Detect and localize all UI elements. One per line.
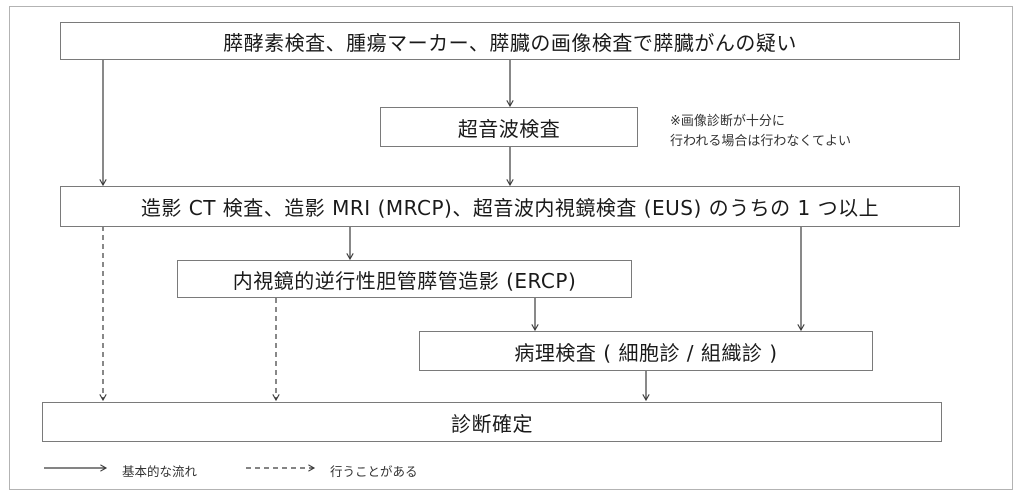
note-line-2: 行われる場合は行わなくてよい xyxy=(670,134,851,149)
box-advanced-imaging: 造影 CT 検査、造影 MRI (MRCP)、超音波内視鏡検査 (EUS) のう… xyxy=(60,186,960,227)
note-line-1: ※画像診断が十分に xyxy=(670,114,785,129)
box-pathology: 病理検査 ( 細胞診 / 組織診 ) xyxy=(419,331,873,371)
diagram-frame xyxy=(9,6,1013,490)
legend-dashed-label: 行うことがある xyxy=(330,464,418,479)
box-initial-suspicion: 膵酵素検査、腫瘍マーカー、膵臓の画像検査で膵臓がんの疑い xyxy=(60,22,960,60)
ultrasound-note: ※画像診断が十分に 行われる場合は行わなくてよい xyxy=(670,112,851,152)
box-ultrasound: 超音波検査 xyxy=(380,107,638,147)
box-ercp: 内視鏡的逆行性胆管膵管造影 (ERCP) xyxy=(177,260,632,298)
legend-solid-label: 基本的な流れ xyxy=(122,464,198,479)
box-diagnosis-confirmed: 診断確定 xyxy=(42,402,942,442)
